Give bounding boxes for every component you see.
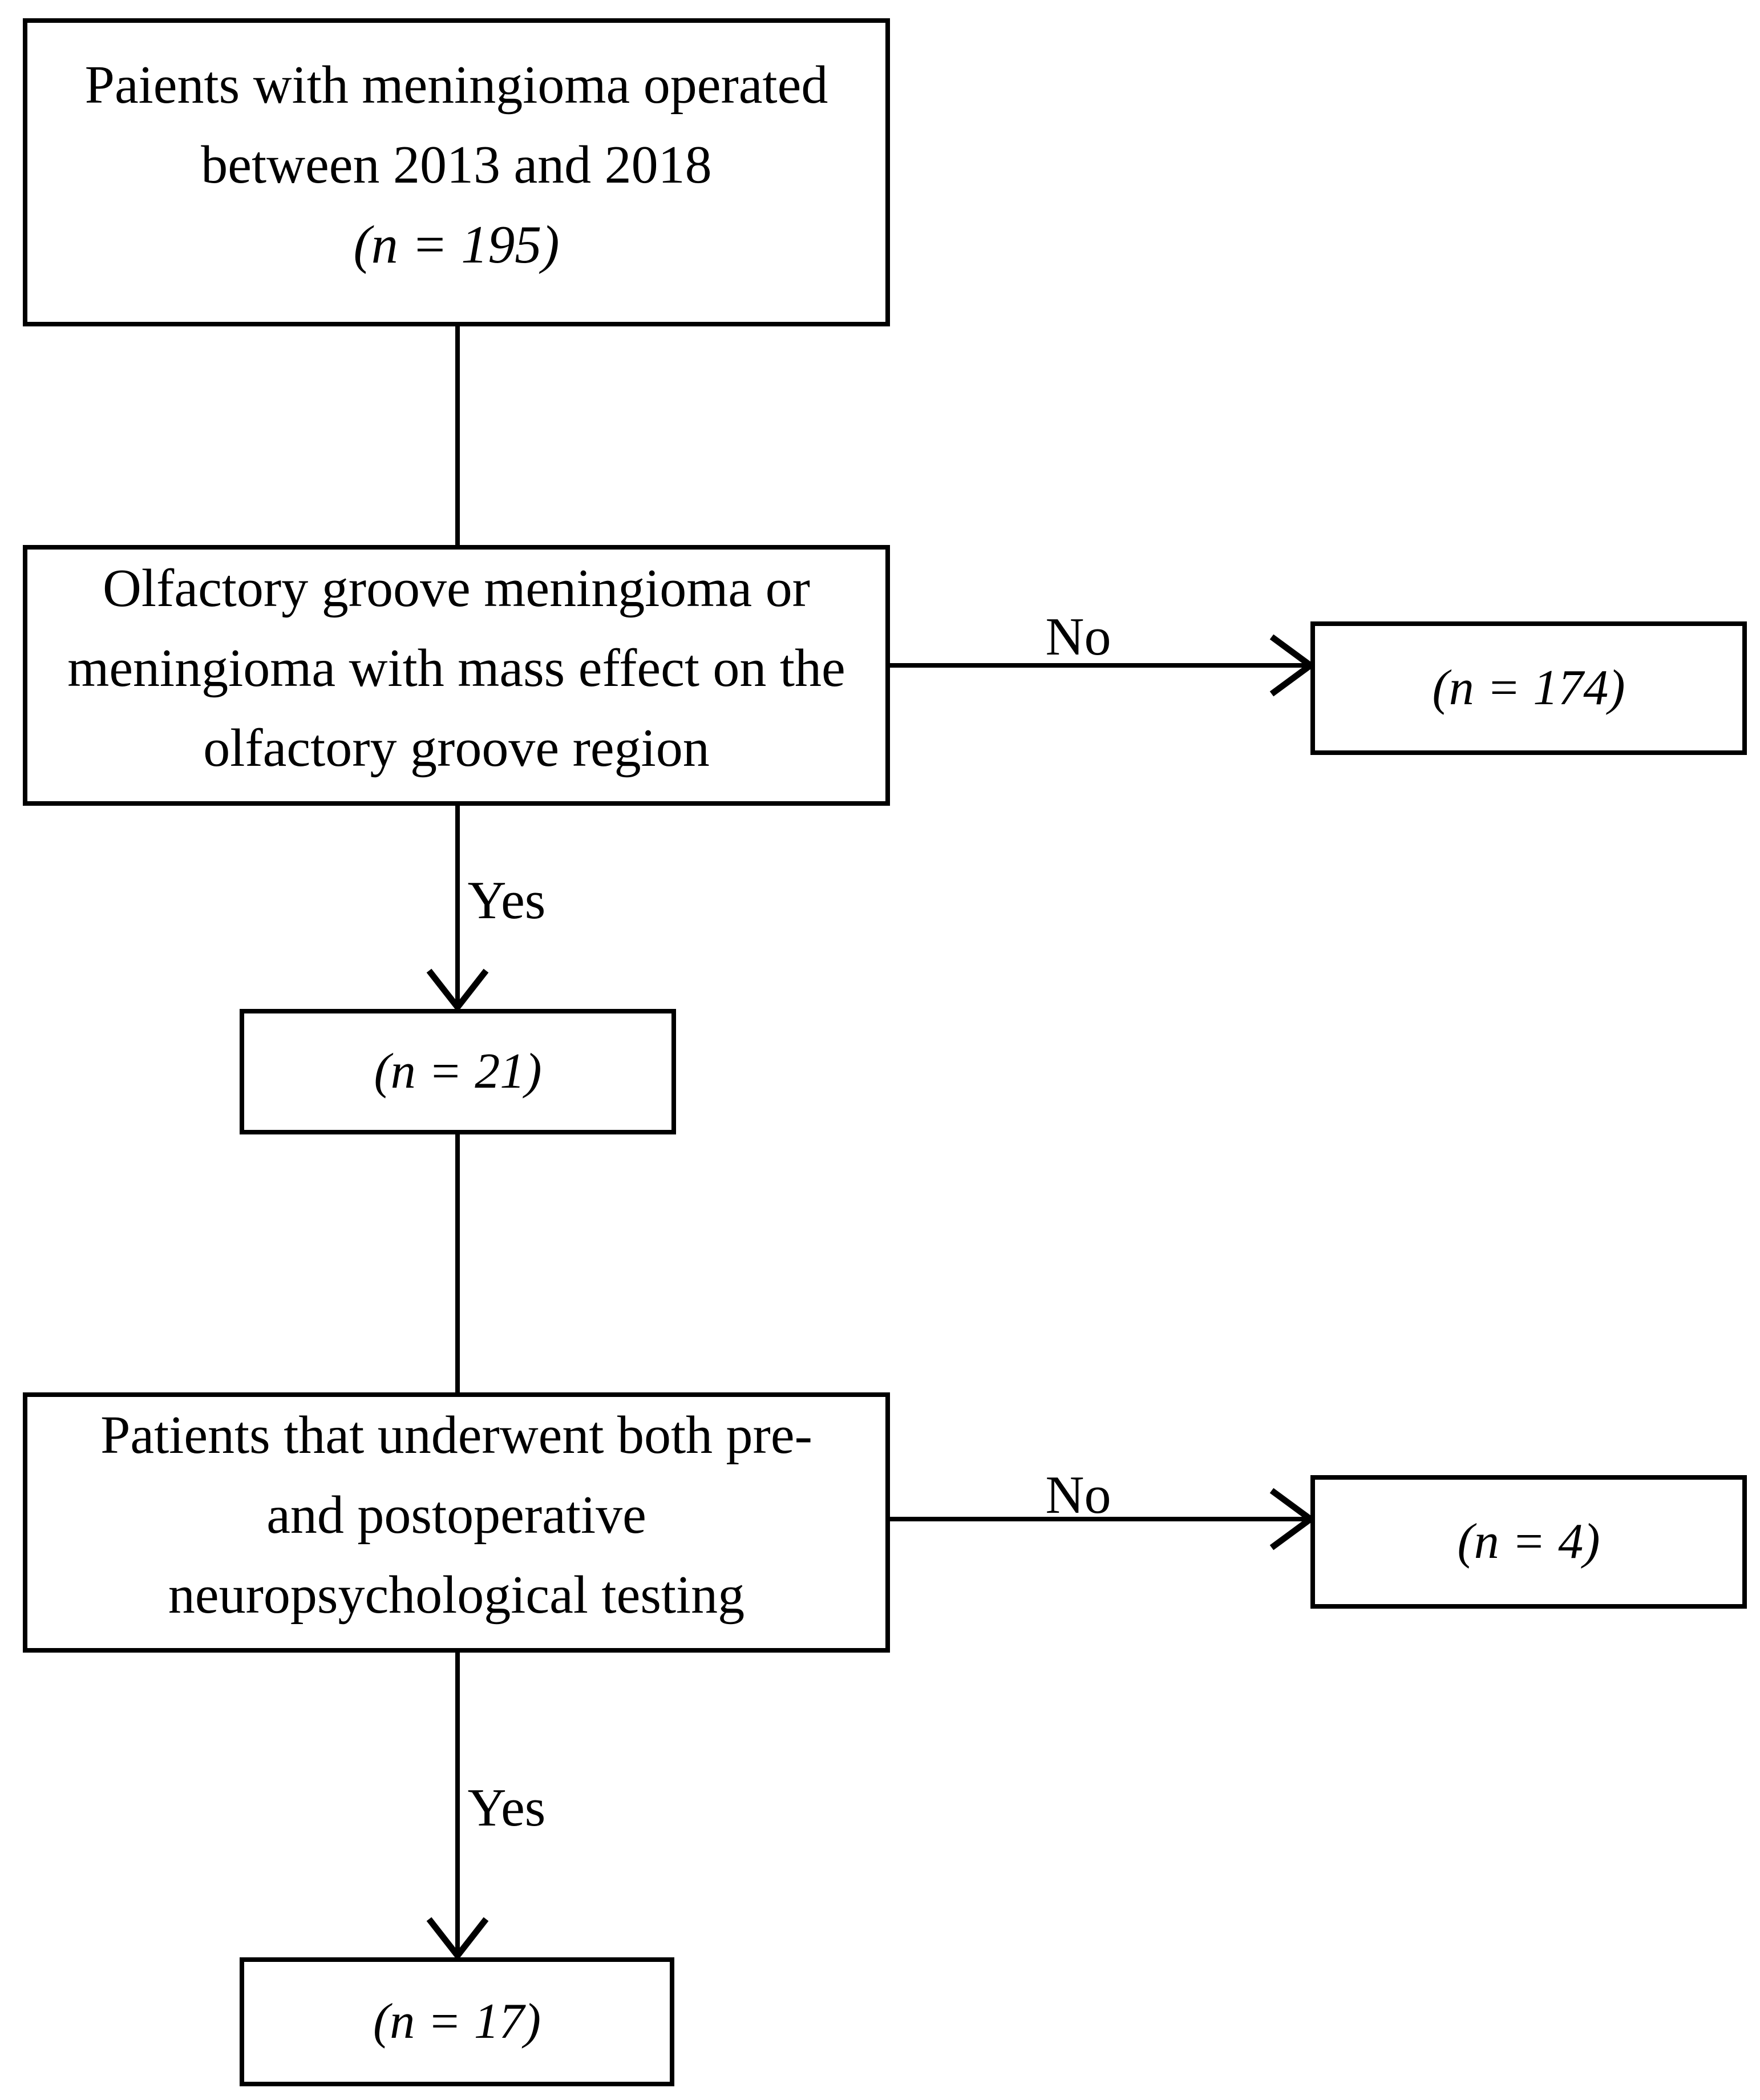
- arrowhead-right-icon: [1269, 634, 1316, 697]
- edge-label-no-2: No: [1045, 1465, 1111, 1525]
- box-included-n17: (n = 17): [240, 1957, 674, 2086]
- box-patients-operated: Paients with meningioma operated between…: [23, 18, 890, 326]
- no-arrow-line-1: [888, 663, 1312, 668]
- box-text-line: Patients that underwent both pre-: [100, 1406, 812, 1465]
- box-n-count: (n = 4): [1457, 1514, 1600, 1569]
- arrowhead-down-icon: [426, 1917, 489, 1961]
- box-included-n21: (n = 21): [240, 1009, 676, 1134]
- box-text-line: meningioma with mass effect on the: [67, 638, 845, 698]
- box-text-line: Paients with meningioma operated: [84, 55, 828, 115]
- edge-label-yes-2: Yes: [467, 1778, 546, 1838]
- box-excluded-n4: (n = 4): [1310, 1475, 1747, 1609]
- yes-arrow-line-2: [455, 1650, 460, 1958]
- connector-line-2: [455, 1132, 460, 1395]
- box-text-line: olfactory groove region: [203, 718, 710, 778]
- edge-label-yes-1: Yes: [467, 871, 546, 930]
- box-text-line: between 2013 and 2018: [201, 135, 712, 195]
- edge-label-no-1: No: [1045, 607, 1111, 667]
- box-text-line: Olfactory groove meningioma or: [103, 558, 810, 618]
- no-arrow-line-2: [888, 1517, 1312, 1521]
- connector-line-1: [455, 324, 460, 548]
- box-neuropsych-testing: Patients that underwent both pre- and po…: [23, 1392, 890, 1653]
- box-n-count: (n = 21): [374, 1044, 542, 1099]
- yes-arrow-line-1: [455, 803, 460, 1010]
- box-excluded-n174: (n = 174): [1310, 621, 1747, 755]
- box-n-count: (n = 17): [373, 1994, 541, 2049]
- box-n-count: (n = 174): [1432, 660, 1625, 716]
- box-n-count: (n = 195): [353, 215, 560, 274]
- box-text-line: and postoperative: [266, 1485, 646, 1545]
- box-olfactory-criteria: Olfactory groove meningioma or meningiom…: [23, 545, 890, 806]
- box-text-line: neuropsychological testing: [168, 1565, 745, 1625]
- arrowhead-right-icon: [1269, 1488, 1316, 1550]
- arrowhead-down-icon: [426, 968, 489, 1012]
